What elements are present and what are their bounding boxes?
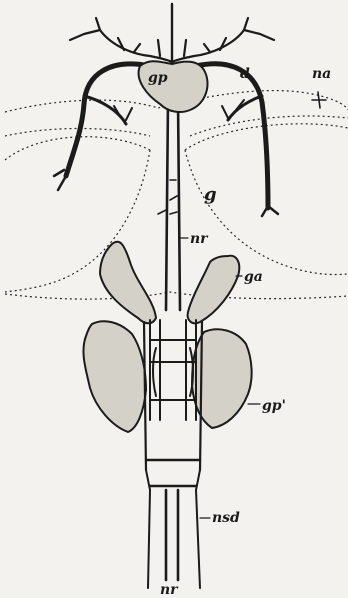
label-g: g xyxy=(204,184,217,205)
cerebral-ganglion xyxy=(139,61,208,112)
ventral-nerve-ladder xyxy=(144,320,202,588)
posterior-ganglion-left xyxy=(83,321,146,432)
label-na: na xyxy=(312,66,331,82)
label-nsd: nsd xyxy=(212,510,240,526)
label-ga: ga xyxy=(244,269,263,285)
dotted-outline-g xyxy=(5,91,348,300)
label-gp-prime: gp' xyxy=(262,398,286,414)
label-nr-lower: nr xyxy=(160,582,179,598)
anterior-ganglion-right xyxy=(188,256,240,324)
label-gp: gp xyxy=(148,70,168,86)
anterior-ganglion-left xyxy=(100,242,156,324)
na-pointer xyxy=(312,92,326,108)
main-nerve-cord xyxy=(158,4,180,310)
label-nr-upper: nr xyxy=(190,231,209,247)
label-d: d xyxy=(240,66,250,82)
